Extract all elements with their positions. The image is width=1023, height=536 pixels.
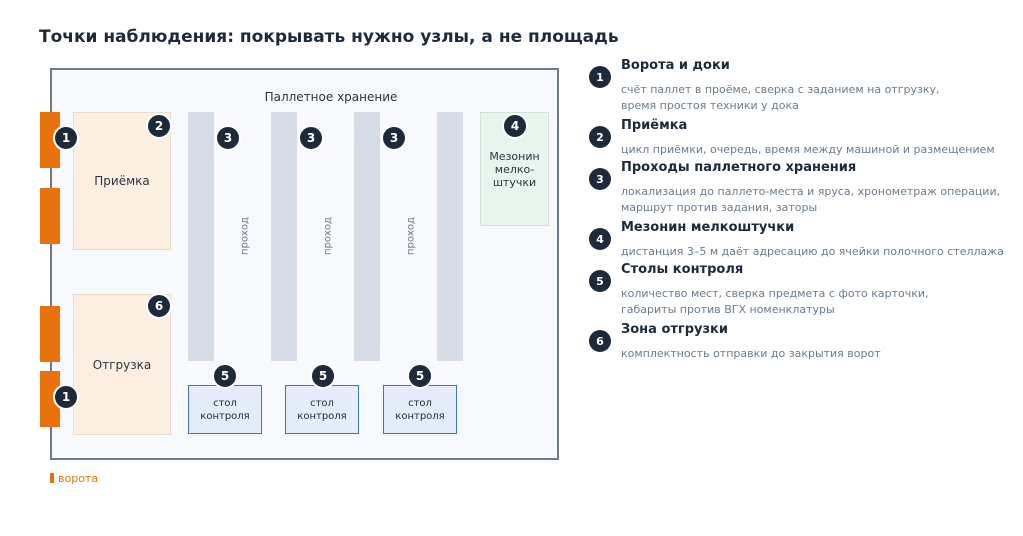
pallet-storage-label: Паллетное хранение bbox=[264, 90, 398, 104]
gate-legend-label: ворота bbox=[58, 472, 99, 485]
list-desc-line: габариты против ВГХ номенклатуры bbox=[621, 303, 835, 316]
marker-mezzanine: 4 bbox=[502, 113, 528, 139]
list-number: 3 bbox=[589, 168, 611, 190]
list-desc-line: счёт паллет в проёме, сверка с заданием … bbox=[621, 83, 940, 96]
gate-3 bbox=[40, 306, 60, 362]
list-desc-line: локализация до паллето-места и яруса, хр… bbox=[621, 185, 1001, 198]
list-title: Столы контроля bbox=[621, 262, 744, 277]
desk-label-line-2: контроля bbox=[200, 410, 250, 422]
rack-1 bbox=[188, 112, 214, 361]
gate-4 bbox=[40, 371, 60, 427]
desk-label-line-1: стол bbox=[310, 397, 334, 409]
list-desc-line: цикл приёмки, очередь, время между машин… bbox=[621, 143, 995, 156]
marker-gate-bottom: 1 bbox=[53, 384, 79, 410]
list-number: 2 bbox=[589, 126, 611, 148]
list-desc-line: время простоя техники у дока bbox=[621, 99, 799, 112]
list-desc-line: количество мест, сверка предмета с фото … bbox=[621, 287, 929, 300]
list-desc: количество мест, сверка предмета с фото … bbox=[621, 286, 1011, 318]
receiving-label: Приёмка bbox=[94, 174, 150, 188]
list-title: Ворота и доки bbox=[621, 58, 730, 73]
list-desc: цикл приёмки, очередь, время между машин… bbox=[621, 142, 1011, 158]
list-desc: счёт паллет в проёме, сверка с заданием … bbox=[621, 82, 1011, 114]
list-title: Проходы паллетного хранения bbox=[621, 160, 857, 175]
marker-desk-3: 5 bbox=[407, 363, 433, 389]
mezzanine-label-line-3: штучки bbox=[492, 175, 537, 189]
rack-2 bbox=[271, 112, 297, 361]
aisle-label-1: проход bbox=[239, 217, 251, 255]
mezzanine-label-line-1: Мезонин bbox=[489, 149, 540, 163]
aisle-label-3: проход bbox=[405, 217, 417, 255]
list-desc: комплектность отправки до закрытия ворот bbox=[621, 346, 1011, 362]
marker-aisle-3: 3 bbox=[381, 125, 407, 151]
list-desc-line: маршрут против задания, заторы bbox=[621, 201, 818, 214]
desk-label-line-2: контроля bbox=[297, 410, 347, 422]
desk-label-line-1: стол bbox=[408, 397, 432, 409]
marker-receiving: 2 bbox=[146, 113, 172, 139]
marker-desk-1: 5 bbox=[212, 363, 238, 389]
list-number: 1 bbox=[589, 66, 611, 88]
desk-label-line-1: стол bbox=[213, 397, 237, 409]
marker-aisle-1: 3 bbox=[215, 125, 241, 151]
list-desc-line: дистанция 3–5 м даёт адресацию до ячейки… bbox=[621, 245, 1004, 258]
marker-desk-2: 5 bbox=[310, 363, 336, 389]
list-desc: локализация до паллето-места и яруса, хр… bbox=[621, 184, 1011, 216]
mezzanine-zone: Мезонин мелко- штучки bbox=[480, 112, 549, 226]
list-title: Мезонин мелкоштучки bbox=[621, 220, 795, 235]
aisle-label-2: проход bbox=[322, 217, 334, 255]
gate-2 bbox=[40, 188, 60, 244]
list-title: Зона отгрузки bbox=[621, 322, 728, 337]
desk-label-line-2: контроля bbox=[395, 410, 445, 422]
list-desc: дистанция 3–5 м даёт адресацию до ячейки… bbox=[621, 244, 1011, 260]
rack-3 bbox=[354, 112, 380, 361]
rack-4 bbox=[437, 112, 463, 361]
page-title: Точки наблюдения: покрывать нужно узлы, … bbox=[39, 27, 619, 47]
gate-legend: ворота bbox=[50, 472, 98, 485]
mezzanine-label-line-2: мелко- bbox=[494, 162, 535, 176]
shipping-label: Отгрузка bbox=[92, 357, 152, 372]
gate-swatch bbox=[50, 473, 54, 483]
list-number: 5 bbox=[589, 270, 611, 292]
gate-1 bbox=[40, 112, 60, 168]
list-number: 4 bbox=[589, 228, 611, 250]
list-title: Приёмка bbox=[621, 118, 688, 133]
marker-shipping: 6 bbox=[146, 293, 172, 319]
marker-gate-top: 1 bbox=[53, 125, 79, 151]
marker-aisle-2: 3 bbox=[298, 125, 324, 151]
list-number: 6 bbox=[589, 330, 611, 352]
list-desc-line: комплектность отправки до закрытия ворот bbox=[621, 347, 881, 360]
